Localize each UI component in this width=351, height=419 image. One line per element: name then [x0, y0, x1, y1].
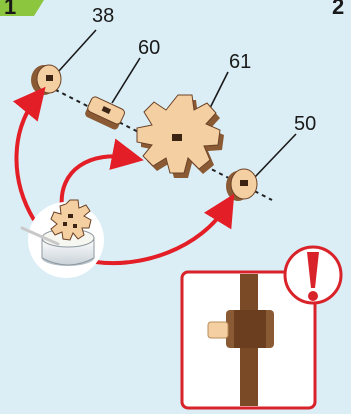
- part-label-60: 60: [138, 37, 160, 59]
- part-label-38: 38: [92, 5, 114, 27]
- step-badge-next: 2: [332, 0, 344, 19]
- washer-part-38: [31, 65, 61, 95]
- exclamation-icon: [285, 247, 341, 303]
- detail-peg: [208, 322, 228, 338]
- step-number-next: 2: [332, 0, 344, 19]
- part-label-50: 50: [294, 113, 316, 135]
- part-label-61: 61: [229, 51, 251, 73]
- step-number-current: 1: [4, 0, 16, 19]
